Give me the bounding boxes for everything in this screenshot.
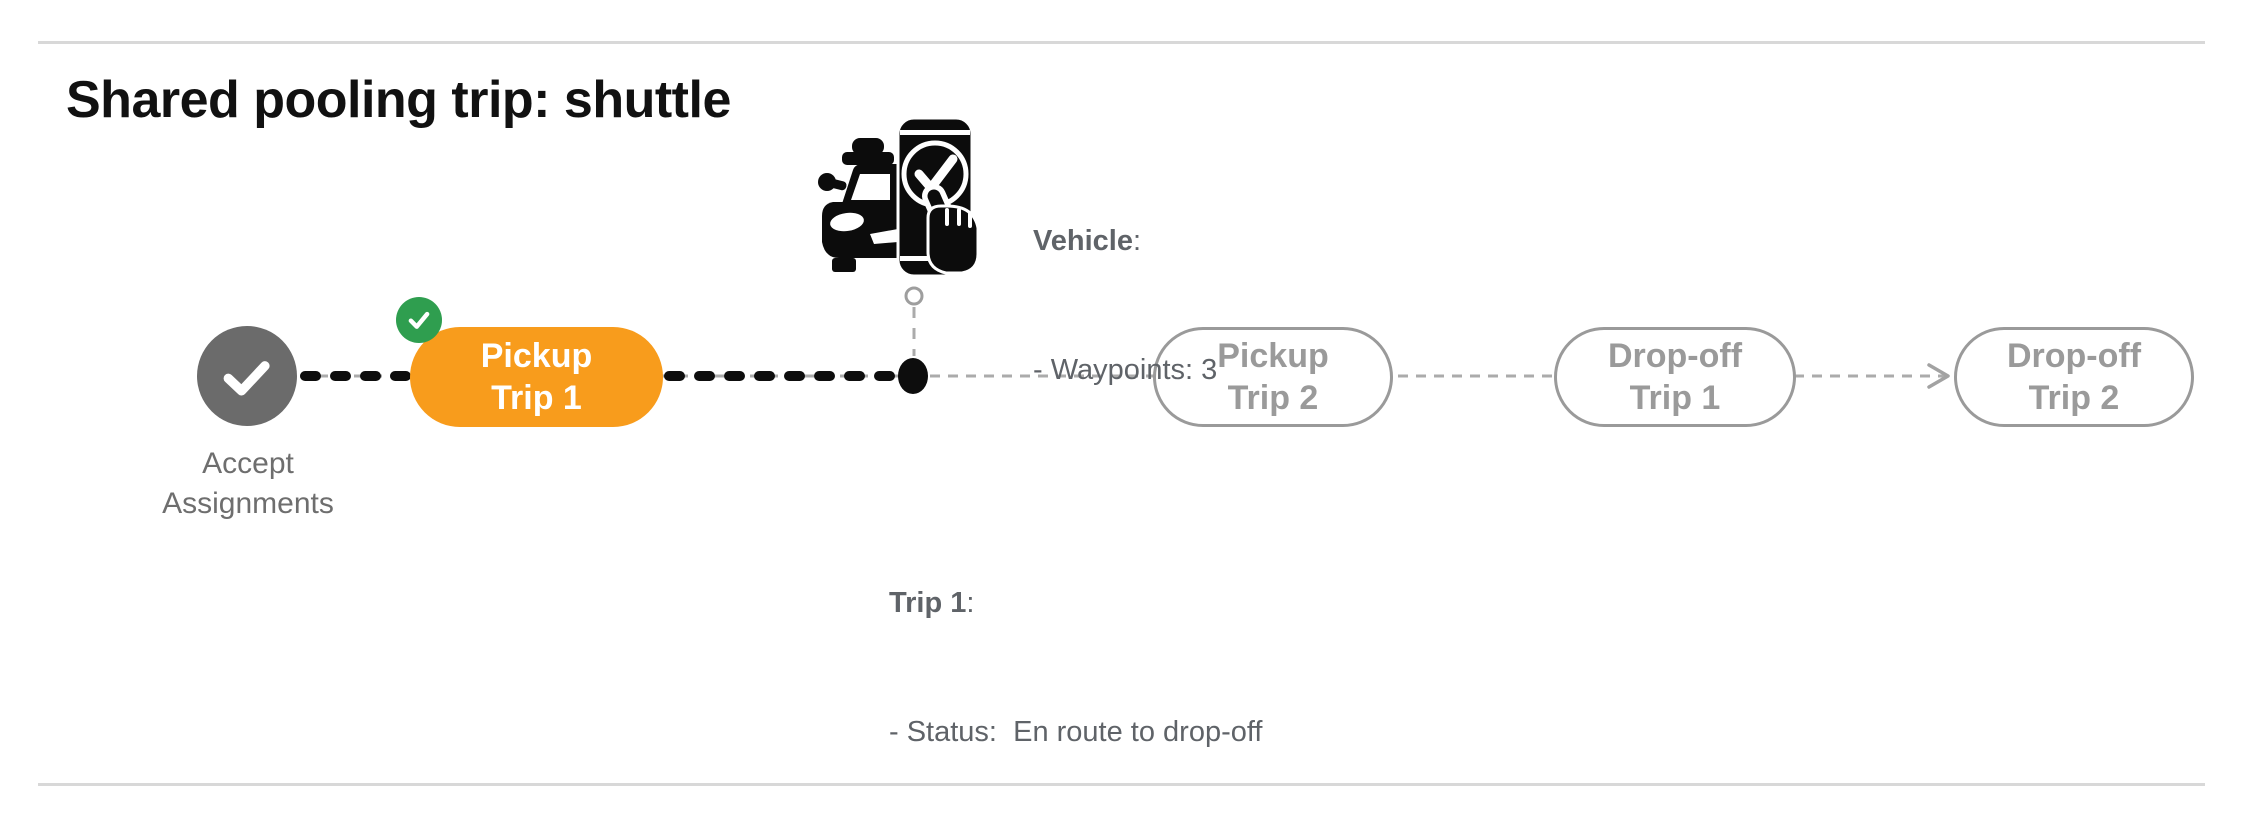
pickup-trip-2-line2: Trip 2 [1227, 379, 1319, 417]
node-dropoff-trip-1: Drop-off Trip 1 [1554, 327, 1796, 427]
vehicle-info-heading: Vehicle: [1033, 225, 1142, 257]
leader-origin-circle [904, 286, 924, 306]
trip1-status-line: - Status: En route to drop-off [889, 716, 1263, 748]
green-checkmark-badge [396, 297, 442, 343]
node-dropoff-trip-2: Drop-off Trip 2 [1954, 327, 2194, 427]
car-with-phone-checkmark-icon [816, 116, 988, 278]
top-divider [38, 41, 2205, 44]
pickup-trip-1-line1: Pickup [480, 337, 593, 375]
pickup-trip-2-line1: Pickup [1217, 337, 1329, 375]
checkmark-icon [223, 361, 270, 396]
accept-label-line1: Accept [202, 447, 294, 480]
dropoff-trip-1-line2: Trip 1 [1629, 379, 1721, 417]
bottom-divider [38, 783, 2205, 786]
vehicle-waypoints-line: - Waypoints: 3 [1033, 354, 1218, 386]
node-accept-assignments [197, 326, 297, 426]
accept-label-line2: Assignments [162, 487, 334, 520]
dropoff-trip-2-line1: Drop-off [2006, 337, 2142, 375]
trip-status-info: Trip 1: - Status: En route to drop-off -… [889, 496, 1262, 825]
dropoff-trip-1-line1: Drop-off [1607, 337, 1743, 375]
pickup-trip-1-line2: Trip 1 [491, 379, 582, 417]
vehicle-label: Vehicle [1033, 225, 1133, 257]
checkmark-icon [408, 311, 430, 329]
trip1-label: Trip 1 [889, 587, 967, 619]
page-title: Shared pooling trip: shuttle [66, 71, 731, 129]
node-pickup-trip-1: Pickup Trip 1 [410, 327, 663, 427]
vehicle-info: Vehicle: - Waypoints: 3 [1033, 134, 1217, 478]
node-pickup-trip-2: Pickup Trip 2 [1153, 327, 1393, 427]
vehicle-position-dot [898, 358, 928, 394]
arrowhead-icon [1927, 363, 1950, 389]
dropoff-trip-2-line2: Trip 2 [2028, 379, 2120, 417]
trip1-heading: Trip 1: [889, 587, 975, 619]
accept-assignments-label: Accept Assignments [98, 444, 398, 524]
